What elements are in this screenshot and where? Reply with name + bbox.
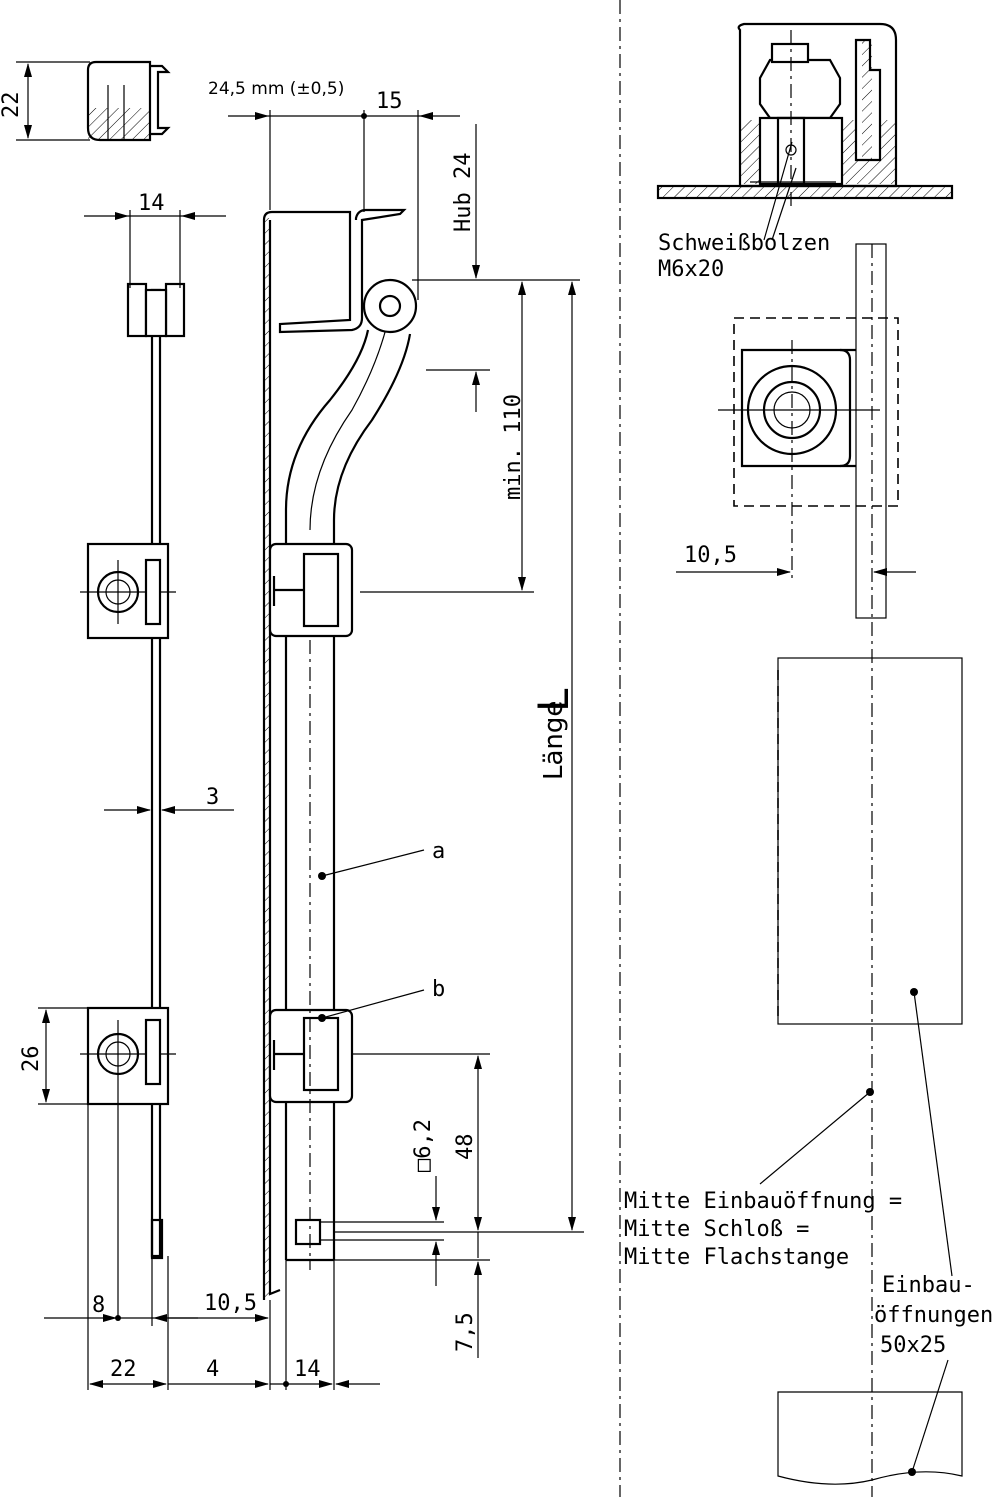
dim-48: 48	[453, 1134, 478, 1161]
dim-min-110: min. 110	[501, 394, 526, 500]
label-einbau-2: öffnungen	[874, 1303, 993, 1328]
label-mitte-3: Mitte Flachstange	[624, 1245, 849, 1270]
dim-10-5-right: 10,5	[684, 543, 737, 568]
label-einbau-3: 50x25	[880, 1333, 946, 1358]
label-m6x20: M6x20	[658, 257, 724, 282]
dim-8: 8	[92, 1293, 105, 1318]
dim-laenge: Länge	[539, 701, 569, 780]
mounting-opening-lower	[777, 1391, 963, 1485]
dim-22-top: 22	[0, 92, 24, 119]
lock-bracket-front-view	[262, 208, 444, 1300]
dim-26: 26	[19, 1046, 44, 1073]
label-schweissbolzen: Schweißbolzen	[658, 231, 830, 256]
dim-3: 3	[206, 785, 219, 810]
dim-square-6-2: □6,2	[411, 1119, 436, 1172]
flat-bar-side-view	[80, 282, 186, 1320]
label-mitte-2: Mitte Schloß =	[624, 1217, 809, 1242]
nut-top-view	[16, 60, 171, 142]
dim-15: 15	[376, 89, 403, 114]
dim-hub-24: Hub 24	[451, 153, 476, 232]
label-b: b	[432, 977, 445, 1002]
weld-bolt-section-view	[656, 22, 954, 210]
dim-4: 4	[206, 1357, 219, 1382]
dim-7-5: 7,5	[453, 1312, 478, 1352]
mounting-opening-upper	[777, 657, 963, 1025]
dim-14-bottom: 14	[294, 1357, 321, 1382]
label-mitte-1: Mitte Einbauöffnung =	[624, 1189, 902, 1214]
dim-14-top: 14	[138, 191, 165, 216]
dim-laenge-L: L	[529, 688, 578, 712]
dim-22-bottom: 22	[110, 1357, 137, 1382]
label-einbau-1: Einbau-	[882, 1273, 975, 1298]
dim-10-5-left: 10,5	[204, 1291, 257, 1316]
nut-detail-view	[718, 243, 899, 1497]
label-a: a	[432, 839, 445, 864]
dim-24-5: 24,5 mm (±0,5)	[208, 79, 344, 99]
